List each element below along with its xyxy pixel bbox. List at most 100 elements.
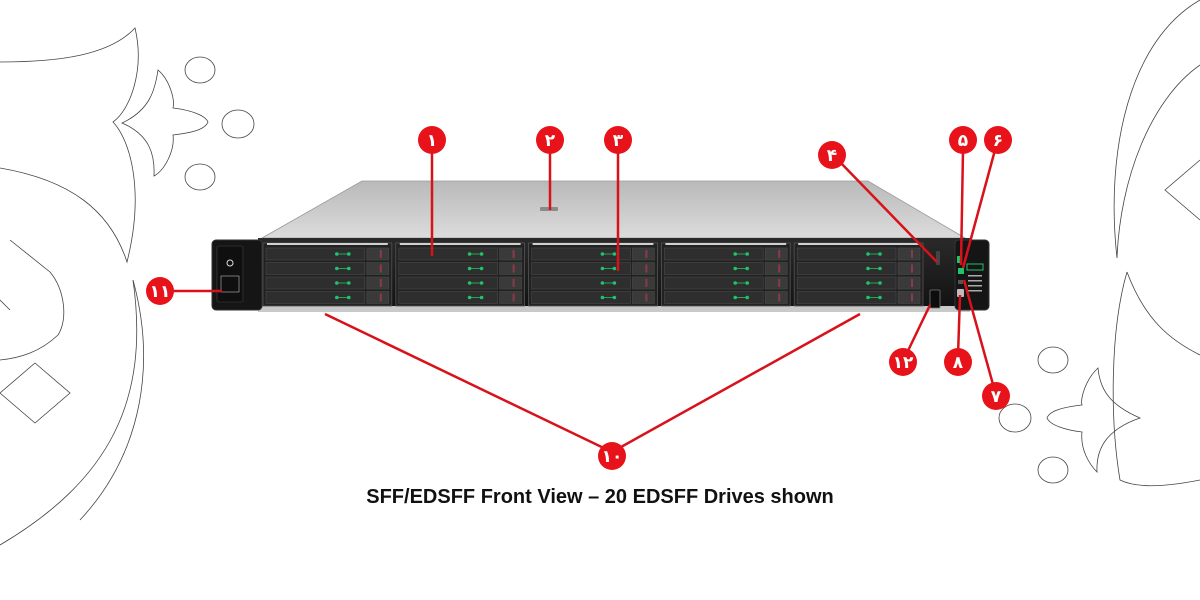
drive-release-latch[interactable] — [897, 247, 921, 261]
drive-release-latch[interactable] — [366, 291, 390, 304]
drive-latch-stripe — [911, 250, 913, 258]
callout-bubble — [984, 126, 1012, 154]
drive-led-icon — [878, 295, 882, 300]
edsff-drive[interactable] — [664, 262, 788, 275]
drive-bay-rail — [267, 243, 388, 245]
drive-latch-stripe — [512, 293, 515, 302]
drive-release-latch[interactable] — [632, 276, 655, 290]
drive-release-latch[interactable] — [764, 262, 788, 275]
drive-latch-stripe — [379, 279, 382, 287]
edsff-drive[interactable] — [796, 247, 921, 261]
drive-release-latch[interactable] — [764, 291, 788, 304]
callout-11: ۱۱ — [146, 277, 174, 305]
edsff-drive[interactable] — [531, 276, 655, 290]
edsff-drive[interactable] — [398, 276, 522, 290]
drive-carrier — [664, 291, 764, 304]
callout-10: ۱۰ — [598, 442, 626, 470]
edsff-drive[interactable] — [398, 247, 522, 261]
ornament-star-icon — [121, 69, 209, 177]
edsff-drive[interactable] — [664, 276, 788, 290]
drive-cage — [262, 242, 924, 307]
drive-carrier — [265, 276, 366, 290]
edsff-drive[interactable] — [398, 291, 522, 304]
drive-release-latch[interactable] — [897, 276, 921, 290]
drive-release-latch[interactable] — [499, 291, 522, 304]
drive-release-latch[interactable] — [632, 247, 655, 261]
drive-led-icon — [745, 281, 749, 285]
callout-bubble — [598, 442, 626, 470]
callout-number: ۵ — [958, 131, 968, 151]
ornament-circle-icon — [998, 403, 1032, 433]
callout-bubble — [949, 126, 977, 154]
drive-bay — [528, 242, 658, 307]
figure-caption: SFF/EDSFF Front View – 20 EDSFF Drives s… — [366, 486, 834, 508]
drive-carrier — [265, 291, 366, 304]
callout-number: ۱۲ — [893, 353, 914, 373]
ornament-circle-icon — [1037, 456, 1069, 484]
drive-release-latch[interactable] — [897, 262, 921, 275]
edsff-drive[interactable] — [265, 262, 390, 275]
drive-led-icon — [347, 281, 351, 285]
ornament-circle-icon — [184, 163, 216, 191]
drive-carrier — [531, 291, 631, 304]
edsff-drive[interactable] — [531, 291, 655, 304]
drive-release-latch[interactable] — [632, 291, 655, 304]
drive-latch-stripe — [645, 279, 648, 287]
callout-number: ۱ — [427, 131, 437, 151]
edsff-drive[interactable] — [664, 247, 788, 261]
edsff-drive[interactable] — [796, 276, 921, 290]
drive-release-latch[interactable] — [897, 291, 921, 304]
drive-carrier — [265, 262, 366, 275]
drive-latch-stripe — [645, 264, 648, 273]
drive-led-icon — [612, 281, 617, 285]
drive-latch-stripe — [778, 250, 781, 258]
callout-bubble — [982, 382, 1010, 410]
ornament-diamond-icon — [1164, 159, 1200, 221]
drive-release-latch[interactable] — [632, 262, 655, 275]
edsff-drive[interactable] — [796, 262, 921, 275]
ornament-arc-icon — [1113, 0, 1200, 259]
callout-number: ۲ — [545, 131, 556, 151]
leader-line-12 — [903, 304, 932, 358]
callout-1: ۱ — [418, 126, 446, 154]
drive-latch-stripe — [379, 264, 382, 273]
edsff-drive[interactable] — [796, 291, 921, 304]
drive-latch-stripe — [911, 264, 913, 273]
drive-led-icon — [347, 252, 351, 256]
edsff-drive[interactable] — [531, 262, 655, 275]
edsff-drive[interactable] — [664, 291, 788, 304]
drive-release-latch[interactable] — [764, 247, 788, 261]
edsff-drive[interactable] — [398, 262, 522, 275]
edsff-drive[interactable] — [531, 247, 655, 261]
serial-label-pull-tab — [216, 245, 244, 303]
model-label-text — [968, 275, 982, 292]
drive-release-latch[interactable] — [499, 247, 522, 261]
drive-release-latch[interactable] — [366, 247, 390, 261]
decorative-background-left — [0, 27, 255, 546]
callout-number: ۳ — [613, 131, 624, 151]
drive-latch-stripe — [512, 279, 515, 287]
callout-bubble — [604, 126, 632, 154]
drive-release-latch[interactable] — [366, 276, 390, 290]
drive-carrier — [531, 276, 631, 290]
drive-release-latch[interactable] — [366, 262, 390, 275]
callout-4: ۴ — [818, 141, 846, 169]
drive-led-icon — [347, 266, 351, 271]
ilo-service-port[interactable] — [929, 289, 941, 309]
ornament-arc-icon — [0, 279, 138, 546]
edsff-drive[interactable] — [265, 276, 390, 290]
callout-8: ۸ — [944, 348, 972, 376]
drive-carrier — [398, 247, 498, 261]
edsff-drive[interactable] — [265, 247, 390, 261]
health-led-icon — [958, 268, 964, 274]
drive-release-latch[interactable] — [764, 276, 788, 290]
drive-led-icon — [479, 295, 484, 300]
edsff-drive[interactable] — [265, 291, 390, 304]
drive-latch-stripe — [911, 279, 913, 287]
drive-release-latch[interactable] — [499, 276, 522, 290]
drive-carrier — [664, 262, 764, 275]
drive-release-latch[interactable] — [499, 262, 522, 275]
leader-line-10 — [324, 312, 861, 454]
